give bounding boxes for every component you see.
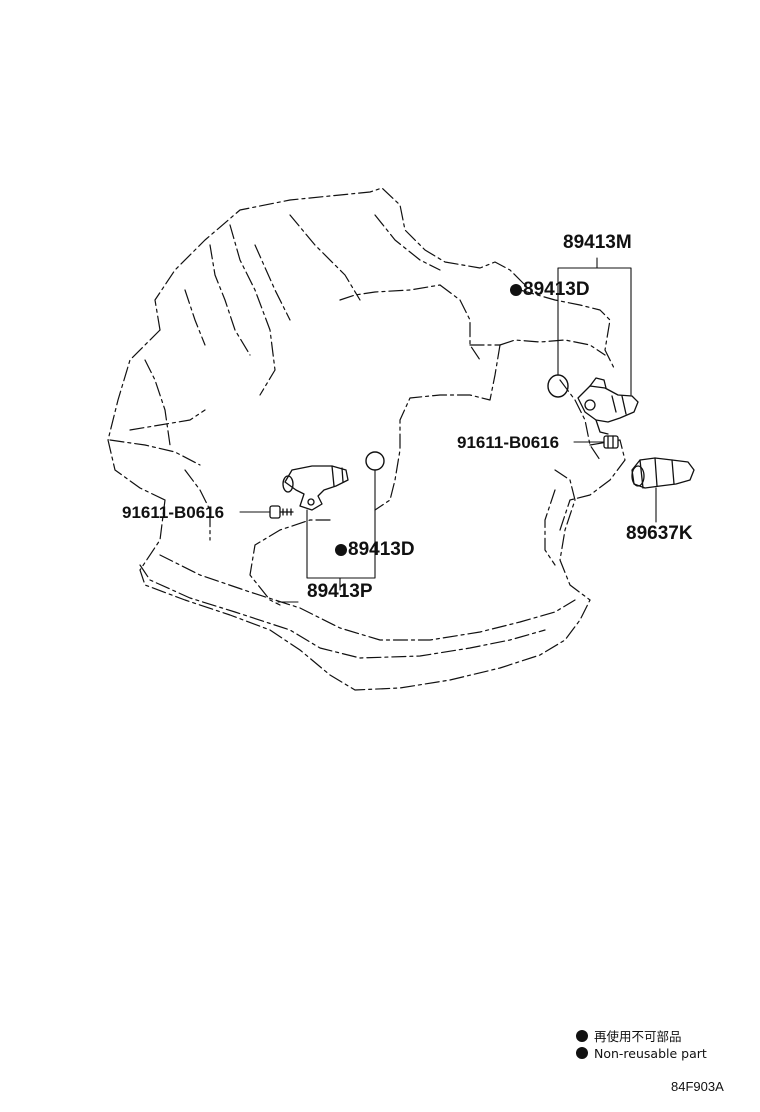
legend-english: Non-reusable part — [576, 1046, 707, 1061]
callout-89413m: 89413M — [563, 232, 632, 253]
callout-89413d-upper: 89413D — [510, 279, 590, 301]
callout-91611-b0616-right: 91611-B0616 — [457, 433, 560, 452]
callout-89413p: 89413P — [307, 581, 373, 602]
callout-91611-b0616-left: 91611-B0616 — [122, 503, 225, 522]
sensor-89413m-shape — [577, 377, 639, 435]
non-reusable-marker-icon — [576, 1030, 588, 1042]
callout-89413d-lower: 89413D — [335, 539, 415, 561]
transmission-housing-outline — [107, 187, 626, 691]
non-reusable-marker-icon — [576, 1047, 588, 1059]
legend-japanese: 再使用不可部品 — [576, 1026, 682, 1045]
speed-sensor-89637k-shape — [631, 457, 695, 489]
o-ring-lower-shape — [365, 451, 385, 471]
leader-lines — [239, 257, 657, 603]
callout-89637k: 89637K — [626, 523, 693, 544]
bolt-right-shape — [603, 435, 619, 449]
sensor-89413p-shape — [282, 465, 349, 511]
diagram-code: 84F903A — [671, 1079, 724, 1094]
non-reusable-marker-icon — [335, 544, 347, 556]
non-reusable-marker-icon — [510, 284, 522, 296]
bolt-left-shape — [269, 505, 294, 519]
